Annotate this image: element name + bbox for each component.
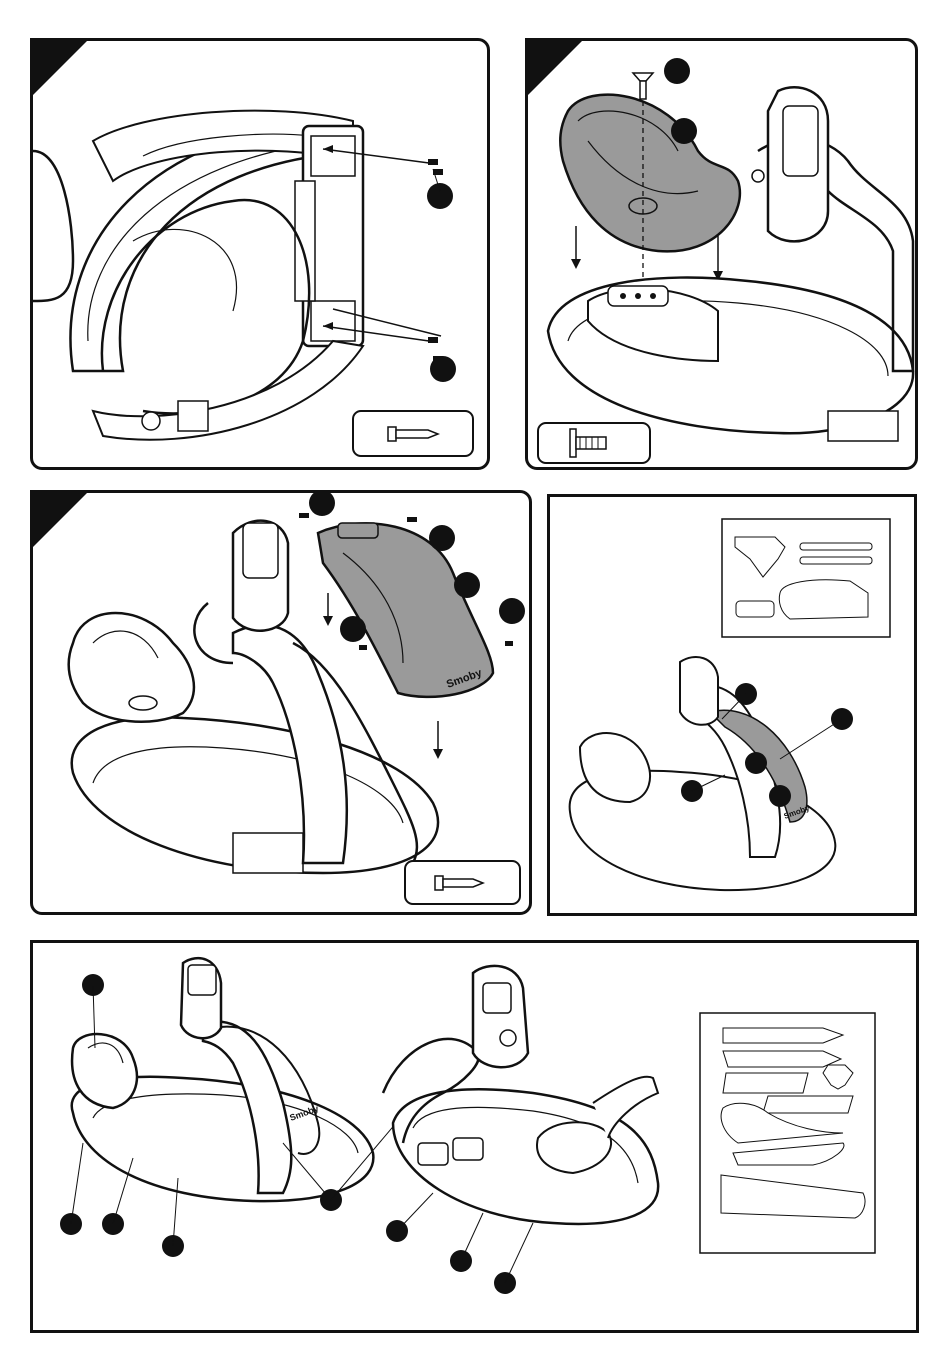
sticker-application-illustration: Smoby — [550, 497, 914, 913]
callout-dot-icon — [309, 493, 335, 516]
panel-step-2 — [525, 38, 918, 470]
panel-step-1 — [30, 38, 490, 470]
callout-dot-icon — [769, 785, 791, 807]
callout-dot-icon — [427, 183, 453, 209]
callout-dot-icon — [745, 752, 767, 774]
callout-dot-icon — [430, 356, 456, 382]
bolt-icon — [633, 73, 653, 99]
callout-dot-icon — [454, 572, 480, 598]
final-sticker-illustration: Smoby — [33, 943, 916, 1330]
callout-dot-icon — [664, 58, 690, 84]
panel-sticker-step: Smoby — [547, 494, 917, 916]
cover-attachment-illustration: Smoby — [33, 493, 529, 912]
callout-dot-icon — [671, 118, 697, 144]
callout-dot-icon — [499, 598, 525, 624]
seat-mounting-illustration — [528, 41, 915, 467]
steering-column-illustration — [33, 41, 487, 467]
callout-dot-icon — [340, 616, 366, 642]
panel-final-stickers: Smoby — [30, 940, 919, 1333]
seat-part — [560, 95, 740, 252]
panel-step-3: Smoby — [30, 490, 532, 915]
callout-dot-icon — [429, 525, 455, 551]
